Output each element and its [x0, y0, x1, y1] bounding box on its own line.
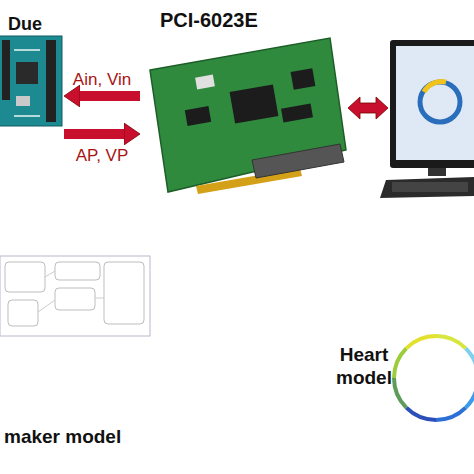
ring-arc: [436, 336, 466, 348]
ring-arc: [406, 408, 436, 420]
ring-arc: [466, 378, 474, 408]
board-component: [16, 96, 30, 106]
node-label: Due: [8, 14, 62, 36]
ring-arc: [406, 336, 436, 348]
keyboard-keys: [392, 182, 468, 192]
board-node: Due: [0, 8, 64, 126]
node-label: PCI-6023E: [160, 8, 340, 32]
computer: [380, 40, 474, 198]
ring-arc: [394, 348, 406, 378]
pin-header: [46, 40, 56, 122]
monitor-screen: [396, 46, 474, 160]
signal-label: Ain, Vin: [73, 70, 131, 90]
card-chip: [230, 84, 279, 123]
ring-arc: [394, 378, 406, 408]
card-chip: [281, 104, 313, 123]
model-node: Heart model: [322, 330, 474, 426]
microcontroller-chip: [16, 62, 38, 84]
chart-transition: [45, 271, 55, 277]
silkscreen-line: [14, 49, 40, 51]
card-node: PCI-6023E: [140, 4, 348, 196]
pci-card: [150, 38, 346, 194]
monitor-stand: [428, 168, 446, 176]
node-label: maker model: [4, 426, 154, 449]
chart-transition: [38, 300, 55, 312]
silkscreen-line: [14, 115, 40, 117]
arduino-board: [0, 36, 62, 126]
monitor-frame: [390, 40, 474, 168]
card-chip: [291, 68, 316, 90]
double-arrow: [348, 97, 388, 119]
card-component: [195, 75, 215, 90]
card-pcb: [150, 38, 346, 192]
signal-label: AP, VP: [76, 146, 129, 166]
chart-state: [8, 300, 38, 326]
chart-transition: [95, 298, 104, 299]
heart-ring: [394, 336, 474, 420]
d-sub-connector: [252, 144, 344, 178]
model-node: maker model: [0, 250, 156, 450]
chart-state: [104, 262, 144, 324]
node-label: Heart model: [326, 344, 402, 390]
keyboard: [380, 177, 474, 198]
chart-state: [55, 288, 95, 310]
signal-arrow: [64, 129, 124, 139]
ring-arc: [466, 348, 474, 378]
chart-frame: [0, 256, 150, 336]
board-pcb: [0, 36, 62, 126]
chart-state: [55, 262, 100, 280]
ring-arc: [436, 408, 466, 420]
screen-logo: [420, 82, 460, 122]
pin-header: [2, 40, 10, 100]
card-chip: [185, 106, 211, 126]
stateflow-chart: [0, 256, 150, 336]
screen-logo: [424, 82, 446, 92]
chart-state: [5, 262, 45, 292]
signal-arrow: [80, 91, 140, 101]
